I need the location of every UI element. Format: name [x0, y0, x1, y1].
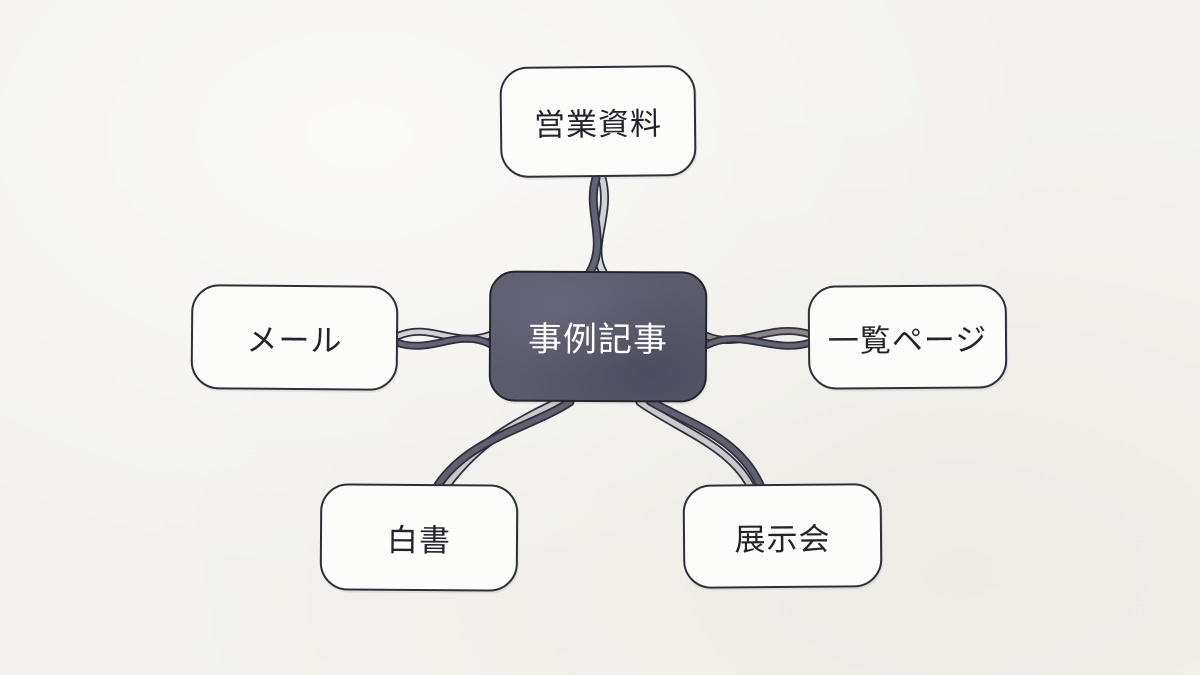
node-case-study-article: 事例記事: [488, 270, 708, 403]
node-email-label: メール: [246, 322, 343, 360]
node-exhibition-label: 展示会: [734, 521, 831, 558]
connector-bottom-right-strand-light-fill: [637, 399, 753, 488]
connector-top-strand-dark-fill: [587, 175, 601, 275]
connector-right-strand-dark-fill: [704, 336, 812, 349]
node-case-study-article-label: 事例記事: [527, 319, 669, 361]
node-listing-page: 一覧ページ: [807, 284, 1008, 390]
connector-bottom-right: [635, 396, 765, 490]
node-white-paper: 白書: [319, 483, 519, 592]
connector-bottom-right-strand-dark-fill: [647, 398, 763, 488]
connector-left-strand-dark-fill: [395, 336, 493, 349]
node-email: メール: [190, 284, 399, 391]
node-listing-page-label: 一覧ページ: [827, 321, 988, 360]
connector-left: [394, 327, 494, 350]
connector-right: [703, 326, 813, 350]
node-sales-materials: 営業資料: [499, 64, 697, 179]
connector-bottom-left-strand-dark-fill: [435, 399, 573, 488]
node-white-paper-label: 白書: [386, 522, 452, 560]
node-sales-materials-label: 営業資料: [533, 106, 663, 144]
connector-top: [585, 173, 610, 277]
node-exhibition: 展示会: [682, 483, 883, 589]
connector-bottom-left: [433, 396, 575, 490]
